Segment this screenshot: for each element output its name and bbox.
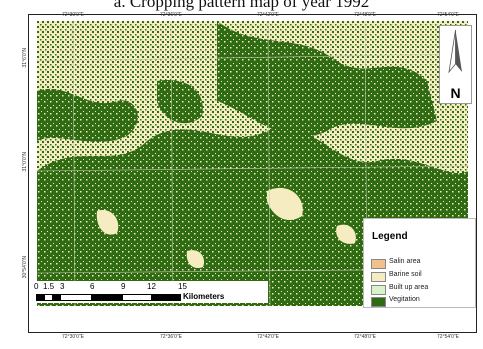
north-label: N xyxy=(450,85,461,101)
legend-label: Built up area xyxy=(389,284,429,291)
legend-label: Barine soil xyxy=(389,271,422,278)
legend-swatch xyxy=(371,259,386,269)
scale-unit: Kilometers xyxy=(183,292,225,301)
coord-left-1: 31°6'0"N xyxy=(22,48,28,68)
scale-number: 0 xyxy=(34,282,39,291)
coord-top-3: 72°42'0"E xyxy=(257,12,279,18)
map-frame xyxy=(28,14,477,333)
legend-label: Vegitation xyxy=(389,296,420,303)
scale-segment xyxy=(122,294,152,301)
coord-bottom-4: 72°48'0"E xyxy=(354,334,376,340)
coord-bottom-2: 72°36'0"E xyxy=(160,334,182,340)
legend-swatch xyxy=(371,297,386,307)
scale-number: 9 xyxy=(121,282,126,291)
scale-number: 12 xyxy=(147,282,156,291)
legend-title: Legend xyxy=(372,231,408,242)
coord-top-4: 72°48'0"E xyxy=(354,12,376,18)
scale-segment xyxy=(151,294,181,301)
coord-left-2: 31°0'0"N xyxy=(22,152,28,172)
coord-bottom-5: 72°54'0"E xyxy=(437,334,459,340)
scale-number: 1.5 xyxy=(43,282,55,291)
scale-segment xyxy=(60,294,92,301)
north-arrow: N xyxy=(439,25,472,104)
legend: Legend Salin area Barine soil Built up a… xyxy=(363,218,476,308)
legend-label: Salin area xyxy=(389,258,421,265)
legend-swatch xyxy=(371,272,386,282)
scale-number: 6 xyxy=(90,282,95,291)
coord-top-1: 72°30'0"E xyxy=(62,12,84,18)
legend-swatch xyxy=(371,285,386,295)
scale-bar: 0 1.5 3 6 9 12 15 Kilometers xyxy=(33,281,268,303)
scale-number: 3 xyxy=(60,282,65,291)
coord-top-5: 72°54'0"E xyxy=(437,12,459,18)
coord-bottom-3: 72°42'0"E xyxy=(257,334,279,340)
coord-left-3: 30°54'0"N xyxy=(22,256,28,279)
scale-segment xyxy=(91,294,123,301)
coord-top-2: 72°36'0"E xyxy=(160,12,182,18)
north-arrow-icon xyxy=(448,29,462,74)
map-area[interactable] xyxy=(37,21,468,306)
map-title: a. Cropping pattern map of year 1992 xyxy=(113,0,370,11)
scale-number: 15 xyxy=(178,282,187,291)
coord-bottom-1: 72°30'0"E xyxy=(62,334,84,340)
